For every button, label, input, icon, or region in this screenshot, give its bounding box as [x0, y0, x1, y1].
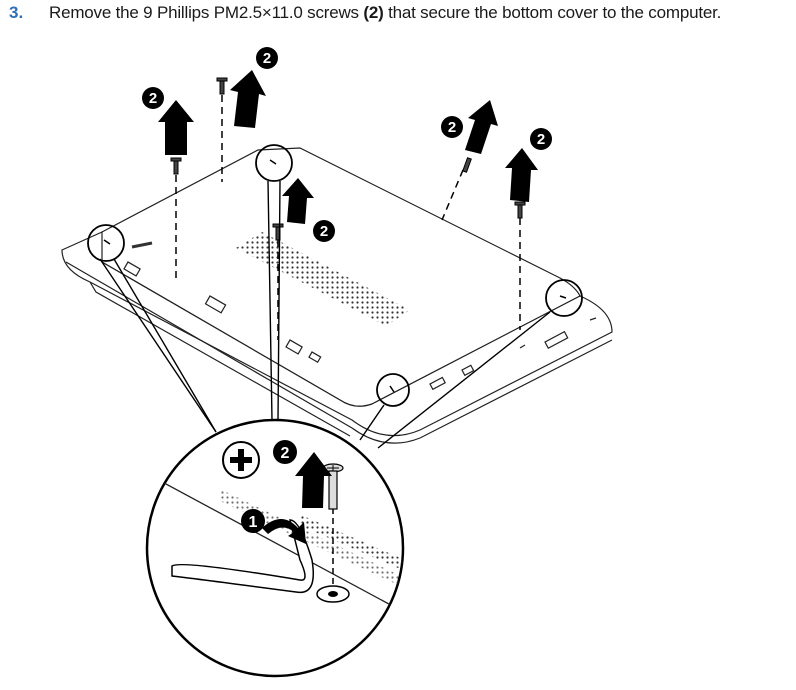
zoom-callout-1: 1 — [249, 514, 258, 531]
callout-2-e: 2 — [537, 131, 545, 148]
callout-badges: 2 2 2 2 2 — [142, 47, 552, 242]
zoom-leader-lines — [99, 180, 551, 449]
screw-highlight-circles — [87, 144, 583, 407]
foot-detail — [131, 241, 153, 249]
zoom-callout-2: 2 — [281, 445, 290, 462]
callout-2-c: 2 — [320, 223, 328, 240]
step-callout-ref: (2) — [363, 3, 384, 22]
screw-heads-small — [103, 159, 567, 393]
step-text-after: that secure the bottom cover to the comp… — [383, 3, 722, 22]
screws — [170, 77, 526, 241]
step-number: 3. — [9, 3, 24, 22]
zoom-detail: 2 1 — [145, 418, 405, 678]
step-instruction: 3. Remove the 9 Phillips PM2.5×11.0 scre… — [0, 0, 796, 30]
callout-2-b: 2 — [263, 50, 271, 67]
step-text-before: Remove the 9 Phillips PM2.5×11.0 screws — [49, 3, 364, 22]
callout-2-d: 2 — [448, 119, 456, 136]
zoom-screw — [322, 463, 344, 510]
step-text: Remove the 9 Phillips PM2.5×11.0 screws … — [49, 3, 721, 23]
callout-2-a: 2 — [149, 90, 157, 107]
screw-paths — [175, 95, 521, 340]
lift-arrows — [158, 70, 538, 224]
phillips-screwdriver-icon — [222, 441, 260, 479]
